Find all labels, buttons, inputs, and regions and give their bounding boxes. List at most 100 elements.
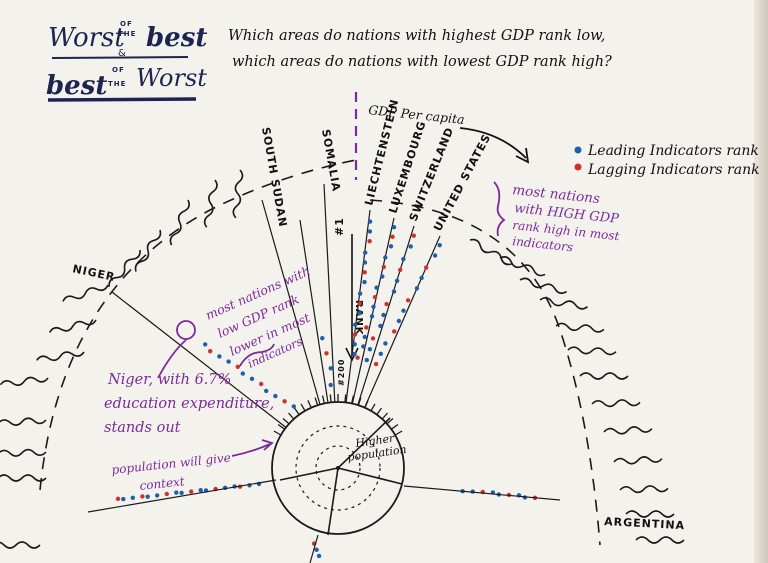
- indicator-dot: [383, 341, 388, 346]
- indicator-dot: [164, 491, 169, 497]
- rim-tick: [386, 418, 394, 425]
- high-gdp-bracket: [493, 181, 506, 237]
- title-the-2: THE: [108, 80, 126, 88]
- indicator-dot: [374, 285, 379, 290]
- country-spoke: [261, 199, 321, 405]
- indicator-dot: [378, 351, 383, 356]
- low-gdp-pointer: [239, 343, 275, 367]
- indicator-dot: [264, 388, 269, 394]
- country-squiggle: [48, 319, 97, 333]
- rim-tick: [277, 423, 285, 430]
- indicator-dot: [249, 376, 255, 381]
- niger-pointer: [157, 339, 187, 379]
- legend: Leading Indicators rank Lagging Indicato…: [574, 143, 760, 178]
- rim-tick: [293, 407, 300, 415]
- country-squiggle: [499, 256, 546, 277]
- rim-tick: [351, 395, 355, 404]
- indicator-dot: [424, 265, 429, 270]
- indicator-dot: [203, 342, 208, 347]
- indicator-dot: [414, 286, 420, 291]
- bottom-population-spoke: [309, 534, 319, 563]
- population-note-2: context: [139, 474, 186, 493]
- rank-axis-label: RANK: [353, 300, 364, 336]
- rim-tick: [329, 394, 332, 403]
- indicator-dot: [352, 342, 357, 347]
- country-spoke: [345, 209, 371, 403]
- title-block: Worst OF THE best & best OF THE Worst: [46, 20, 207, 101]
- indicator-dot: [362, 260, 368, 265]
- population-rim-ticks: [273, 394, 403, 436]
- population-spoke-2: [337, 467, 403, 485]
- indicator-dot: [355, 355, 360, 360]
- indicator-dot: [369, 314, 375, 319]
- indicator-dot: [259, 381, 264, 387]
- population-circle: Higher population: [271, 394, 407, 536]
- country-squiggle: [62, 284, 109, 302]
- title-underline-bold: [47, 97, 197, 102]
- country-spoke: [351, 217, 395, 404]
- country-squiggle: [0, 376, 49, 386]
- purple-brackets: [157, 181, 506, 457]
- indicator-dot: [384, 301, 389, 307]
- indicator-dot: [361, 344, 366, 349]
- question-line-1: Which areas do nations with highest GDP …: [228, 28, 605, 44]
- country-spoke: [357, 225, 415, 406]
- rim-tick: [364, 400, 369, 408]
- inner-population-ring: [315, 445, 361, 491]
- indicator-dot: [324, 351, 329, 356]
- country-south-sudan: SOUTH SUDAN: [259, 126, 289, 228]
- legend-lagging-swatch: [574, 163, 582, 171]
- country-spoke: [364, 235, 441, 408]
- indicator-dot: [320, 336, 325, 341]
- niger-note-2: education expenditure,: [104, 396, 274, 412]
- indicator-dot: [408, 244, 413, 249]
- indicator-dot: [364, 357, 369, 363]
- indicator-dot: [357, 311, 362, 316]
- indicator-dot: [396, 318, 402, 324]
- rim-tick: [314, 397, 319, 406]
- country-squiggle: [36, 351, 85, 362]
- country-squiggle: [619, 485, 669, 494]
- indicator-dot: [352, 351, 357, 357]
- indicator-dot: [314, 547, 319, 552]
- country-squiggle: [635, 536, 685, 544]
- indicator-dot: [398, 267, 403, 273]
- indicator-dot: [380, 274, 385, 279]
- indicator-dot: [174, 490, 179, 495]
- country-somalia: SOMALIA: [319, 128, 343, 193]
- indicator-dot: [367, 219, 373, 224]
- title-best-1: best: [146, 23, 207, 53]
- country-squiggle: [567, 346, 617, 356]
- title-worst-2: Worst: [136, 64, 207, 92]
- rim-tick: [357, 397, 362, 406]
- country-argentina: ARGENTINA: [604, 515, 686, 532]
- country-squiggle: [519, 277, 567, 295]
- country-squiggle: [579, 372, 629, 380]
- population-arrow: [231, 443, 271, 457]
- indicator-dot: [328, 366, 333, 371]
- country-squiggle: [0, 448, 47, 457]
- outer-arcs: [39, 159, 601, 546]
- country-squiggle: [0, 417, 47, 426]
- indicator-dot: [437, 243, 442, 248]
- indicator-dot: [381, 312, 386, 318]
- indicator-dot: [121, 496, 126, 502]
- country-spokes: [111, 183, 441, 428]
- rank-axis-bottom: #200: [337, 359, 346, 386]
- population-spoke-4: [337, 417, 391, 469]
- indicator-dot: [390, 234, 395, 239]
- indicator-dot: [328, 382, 333, 388]
- title-the-1: THE: [118, 30, 136, 38]
- title-best-2: best: [46, 71, 107, 101]
- title-ampersand: &: [118, 48, 126, 59]
- country-spoke: [111, 291, 287, 428]
- indicator-dot: [357, 291, 363, 296]
- legend-leading-label: Leading Indicators rank: [587, 143, 759, 159]
- indicator-dot: [372, 295, 378, 300]
- country-squiggle: [555, 322, 605, 333]
- rim-tick: [288, 412, 295, 420]
- left-population-spoke: [87, 479, 277, 513]
- niger-note-1: Niger, with 6.7%: [107, 372, 231, 388]
- indicator-dot: [291, 404, 296, 409]
- niger-note-3: stands out: [104, 420, 181, 436]
